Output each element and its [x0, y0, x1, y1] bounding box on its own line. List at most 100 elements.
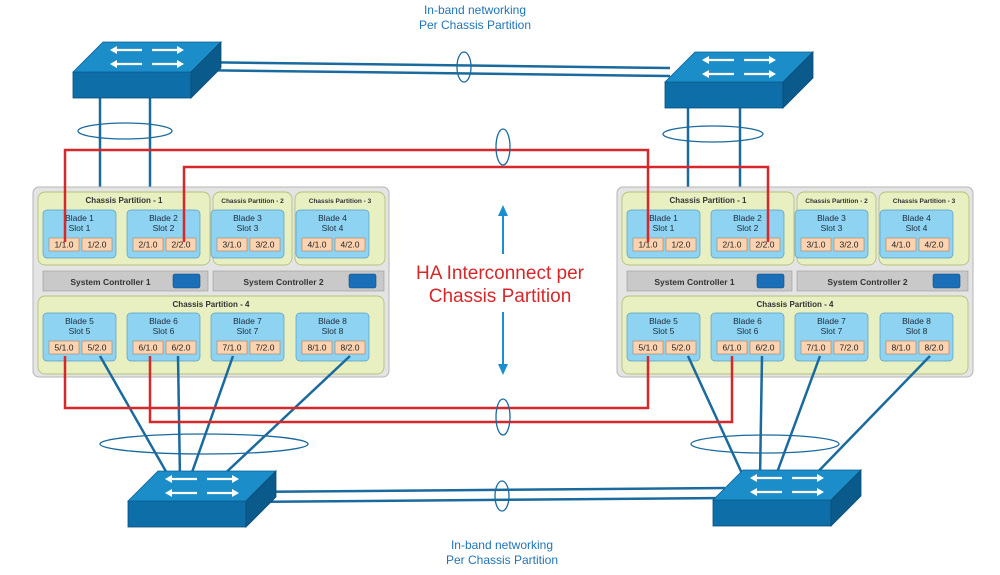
left-downlink-3: [188, 355, 235, 479]
right-blade-6-slot: Slot 6: [737, 326, 759, 336]
right-blade-5-name: Blade 5: [649, 316, 678, 326]
left-port-4-2-label: 4/2.0: [341, 240, 360, 250]
right-port-6-1-box: [716, 340, 748, 355]
left-blade-8-name: Blade 8: [318, 316, 347, 326]
switch-bottom-left-arrow-head-3: [165, 489, 172, 497]
right-port-8-2-box: [918, 340, 950, 355]
switch-bottom-left: [127, 470, 277, 528]
right-blade-1-slot: Slot 1: [653, 223, 675, 233]
switch-top-left-front: [72, 71, 192, 99]
left-blade-2-name: Blade 2: [149, 213, 178, 223]
right-port-8-1-label: 8/1.0: [892, 343, 911, 353]
right-port-5-2-label: 5/2.0: [672, 343, 691, 353]
left-partition-4-title: Chassis Partition - 4: [173, 300, 250, 309]
right-port-8-1-box: [885, 340, 917, 355]
switch-bottom-right-arrow-head-3: [750, 488, 757, 496]
left-port-2-1-label: 2/1.0: [139, 240, 158, 250]
right-port-6-2-box: [749, 340, 781, 355]
right-blade-2-slot: Slot 2: [737, 223, 759, 233]
left-port-6-2-label: 6/2.0: [172, 343, 191, 353]
right-partition-4-title: Chassis Partition - 4: [757, 300, 834, 309]
switch-top-left-arrow-head-1: [110, 46, 117, 54]
left-blade-5-name: Blade 5: [65, 316, 94, 326]
right-system-controller-1-led: [756, 273, 785, 289]
switch-bottom-left-arrow-head-2: [232, 475, 239, 483]
ha-arrow-up-head: [498, 205, 508, 216]
right-port-7-1-label: 7/1.0: [807, 343, 826, 353]
left-blade-2-slot: Slot 2: [153, 223, 175, 233]
switch-top-right-arrow-head-2: [769, 56, 776, 64]
lag-ellipse-bottom-right: [690, 434, 840, 454]
right-downlink-3: [773, 355, 822, 479]
right-blade-5-slot: Slot 5: [653, 326, 675, 336]
switch-top-right: [664, 51, 814, 109]
left-port-3-1-label: 3/1.0: [223, 240, 242, 250]
right-blade-2-name: Blade 2: [733, 213, 762, 223]
left-port-1-2-box: [81, 237, 113, 252]
left-port-4-1-box: [301, 237, 333, 252]
network-links: [98, 60, 742, 504]
right-downlink-2: [758, 355, 764, 479]
left-port-8-1-box: [301, 340, 333, 355]
left-blade-8-slot: Slot 8: [322, 326, 344, 336]
switch-bottom-right-side: [830, 469, 862, 527]
left-system-controller-2-box: [212, 270, 385, 292]
switch-top-right-front: [664, 81, 784, 109]
ha-label-line1: HA Interconnect per: [416, 263, 584, 284]
left-downlink-2: [176, 355, 182, 479]
right-port-3-1-box: [800, 237, 832, 252]
right-partition-2-title: Chassis Partition - 2: [805, 198, 868, 205]
lag-ellipse-top-right: [662, 125, 764, 143]
right-blade-6-name: Blade 6: [733, 316, 762, 326]
left-port-8-2-label: 8/2.0: [341, 343, 360, 353]
left-downlink-4: [217, 355, 351, 481]
switch-bottom-right-arrow-head-1: [750, 474, 757, 482]
right-system-controller-1-label: System Controller 1: [654, 277, 735, 287]
ha-link-partition1-b: [182, 165, 770, 242]
right-port-4-1-label: 4/1.0: [892, 240, 911, 250]
left-port-8-1-label: 8/1.0: [308, 343, 327, 353]
switch-top-left-arrow-head-2: [177, 46, 184, 54]
right-port-5-2-box: [665, 340, 697, 355]
right-system-controller-2-led: [932, 273, 961, 289]
left-partition-3-title: Chassis Partition - 3: [309, 198, 372, 205]
switches-group: [72, 41, 862, 528]
lag-ellipse-bottom-link: [494, 480, 510, 512]
right-downlink-4: [809, 355, 931, 481]
right-port-4-1-box: [885, 237, 917, 252]
lag-ellipse-bottom-left: [99, 433, 309, 455]
right-system-controller-2-box: [796, 270, 969, 292]
switch-top-left-arrow-head-3: [110, 60, 117, 68]
bottom-link-lower: [244, 496, 726, 504]
right-downlink-1: [686, 355, 747, 481]
ha-link-partition4-b: [148, 356, 734, 424]
bottom-caption-line2: Per Chassis Partition: [445, 553, 559, 567]
left-port-1-1-label: 1/1.0: [55, 240, 74, 250]
switch-top-right-arrow-head-4: [769, 70, 776, 78]
left-port-5-2-box: [81, 340, 113, 355]
bottom-link-upper: [244, 486, 726, 494]
left-port-5-1-label: 5/1.0: [55, 343, 74, 353]
right-blade-4-slot: Slot 4: [906, 223, 928, 233]
left-port-7-1-label: 7/1.0: [223, 343, 242, 353]
left-port-5-1-box: [48, 340, 80, 355]
right-port-6-1-label: 6/1.0: [723, 343, 742, 353]
left-port-3-1-box: [216, 237, 248, 252]
left-port-2-2-label: 2/2.0: [172, 240, 191, 250]
left-blade-1-name: Blade 1: [65, 213, 94, 223]
left-blade-4-name: Blade 4: [318, 213, 347, 223]
left-port-6-1-box: [132, 340, 164, 355]
left-blade-7-name: Blade 7: [233, 316, 262, 326]
left-downlink-1: [98, 355, 174, 483]
left-blade-5-slot: Slot 5: [69, 326, 91, 336]
